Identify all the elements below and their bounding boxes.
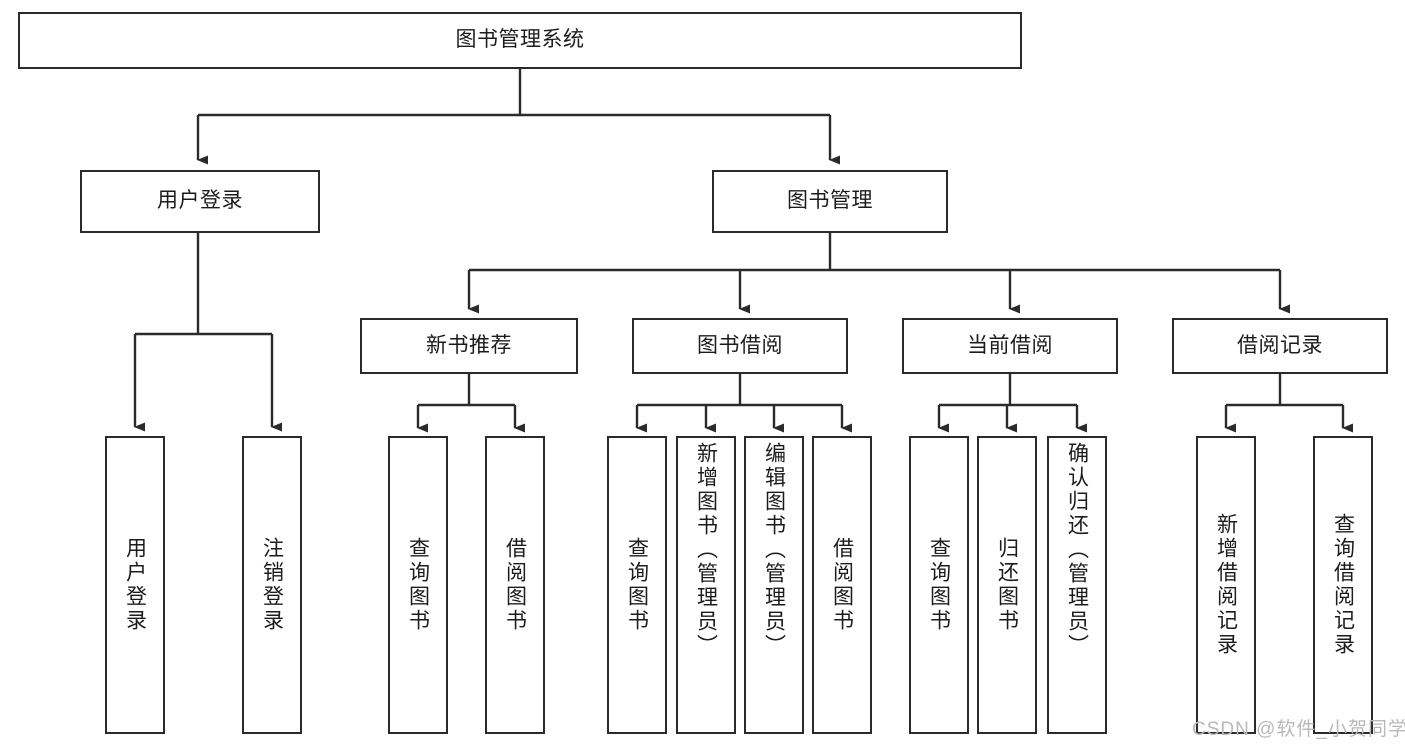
node-label: 当前借阅: [967, 333, 1053, 357]
watermark-text: CSDN @软件_小贺同学: [1192, 719, 1405, 740]
node-leaf-confirm-return-admin[interactable]: 确认归还（管理员）: [1047, 436, 1107, 734]
node-label: 编辑图书（管理员）: [762, 442, 786, 658]
node-current-borrow[interactable]: 当前借阅: [902, 318, 1118, 374]
node-leaf-query-book-borrow[interactable]: 查询图书: [607, 436, 667, 734]
node-label: 查询图书: [927, 537, 951, 633]
node-leaf-user-login[interactable]: 用户登录: [105, 436, 165, 734]
node-label: 借阅记录: [1237, 333, 1323, 357]
node-user-login[interactable]: 用户登录: [80, 170, 320, 233]
node-label: 查询图书: [406, 537, 430, 633]
node-leaf-query-book-current[interactable]: 查询图书: [909, 436, 969, 734]
node-label: 用户登录: [123, 537, 147, 633]
node-root-book-management-system[interactable]: 图书管理系统: [18, 12, 1022, 69]
node-label: 新增借阅记录: [1214, 513, 1238, 657]
node-label: 图书管理系统: [455, 28, 585, 52]
node-label: 新增图书（管理员）: [694, 442, 718, 658]
node-label: 归还图书: [995, 537, 1019, 633]
node-book-borrow[interactable]: 图书借阅: [632, 318, 848, 374]
node-book-management[interactable]: 图书管理: [712, 170, 948, 233]
node-label: 确认归还（管理员）: [1065, 442, 1089, 658]
node-borrow-record[interactable]: 借阅记录: [1172, 318, 1388, 374]
node-leaf-add-borrow-record[interactable]: 新增借阅记录: [1196, 436, 1256, 734]
node-label: 借阅图书: [503, 537, 527, 633]
node-label: 新书推荐: [426, 333, 512, 357]
node-leaf-logout[interactable]: 注销登录: [242, 436, 302, 734]
node-label: 图书管理: [787, 189, 873, 213]
node-leaf-edit-book-admin[interactable]: 编辑图书（管理员）: [744, 436, 804, 734]
node-leaf-return-book[interactable]: 归还图书: [977, 436, 1037, 734]
node-label: 图书借阅: [697, 333, 783, 357]
node-leaf-query-borrow-record[interactable]: 查询借阅记录: [1313, 436, 1373, 734]
node-label: 注销登录: [260, 537, 284, 633]
node-leaf-borrow-book[interactable]: 借阅图书: [812, 436, 872, 734]
node-leaf-add-book-admin[interactable]: 新增图书（管理员）: [676, 436, 736, 734]
node-leaf-borrow-book-recommend[interactable]: 借阅图书: [485, 436, 545, 734]
node-label: 查询图书: [625, 537, 649, 633]
node-label: 借阅图书: [830, 537, 854, 633]
node-label: 用户登录: [157, 189, 243, 213]
node-new-book-recommend[interactable]: 新书推荐: [360, 318, 578, 374]
node-leaf-query-book-recommend[interactable]: 查询图书: [388, 436, 448, 734]
node-label: 查询借阅记录: [1331, 513, 1355, 657]
